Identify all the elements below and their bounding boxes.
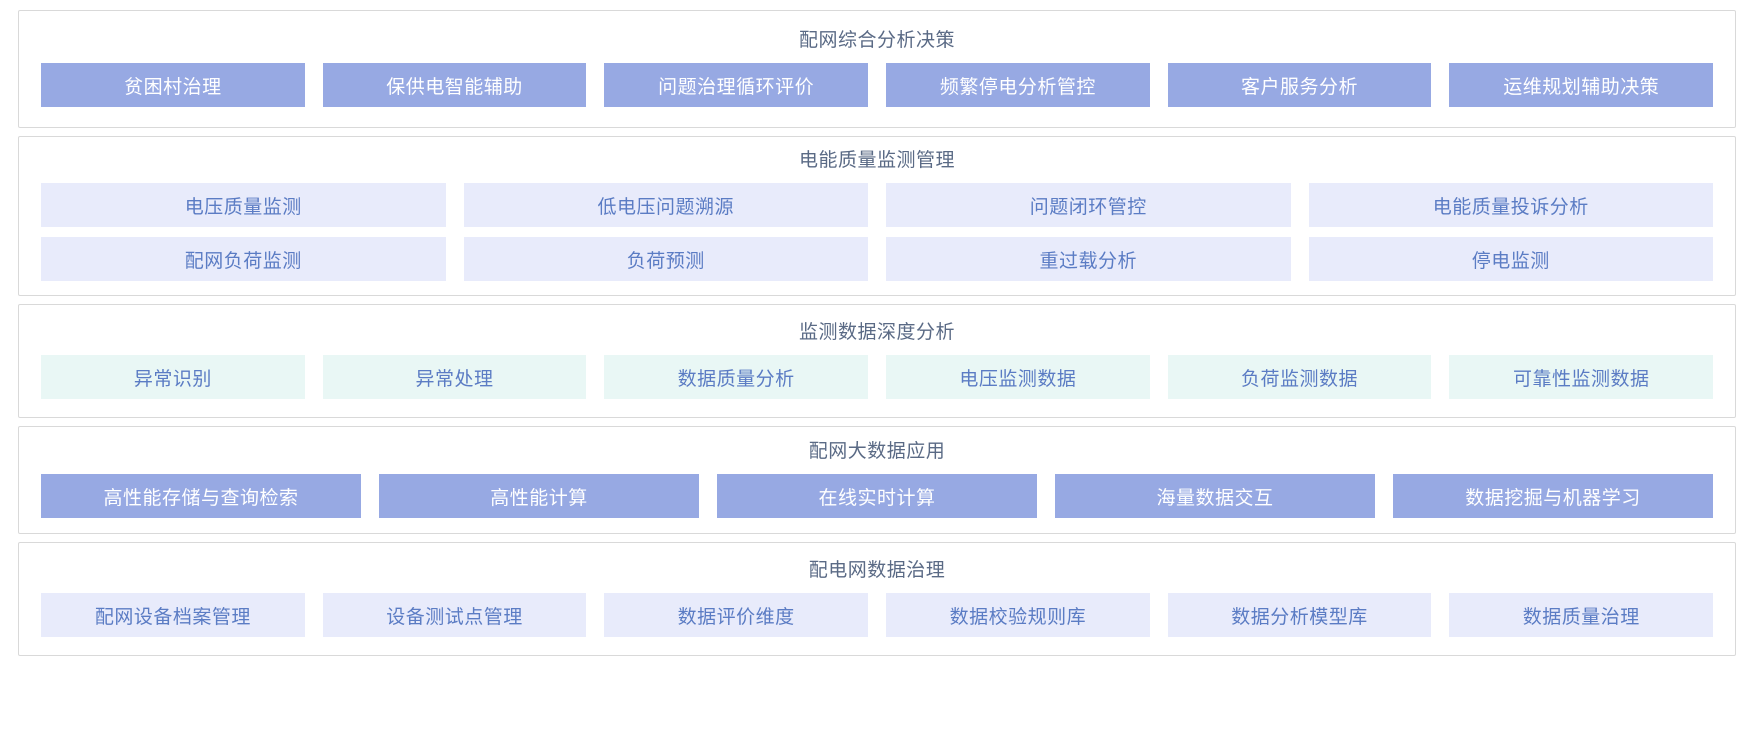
tile-peiwang-shebei-dangan-guanli[interactable]: 配网设备档案管理 [41, 593, 305, 637]
tile-row: 配网设备档案管理 设备测试点管理 数据评价维度 数据校验规则库 数据分析模型库 … [41, 593, 1714, 637]
tile-row: 异常识别 异常处理 数据质量分析 电压监测数据 负荷监测数据 可靠性监测数据 [41, 355, 1714, 399]
section-title: 电能质量监测管理 [798, 150, 955, 171]
section-title: 配网综合分析决策 [798, 30, 955, 51]
tile-yichang-chuli[interactable]: 异常处理 [322, 355, 587, 399]
tile-row: 配网负荷监测 负荷预测 重过载分析 停电监测 [41, 237, 1713, 281]
tile-wenti-bihuan-guankong[interactable]: 问题闭环管控 [886, 183, 1291, 227]
tile-zhongguozai-fenxi[interactable]: 重过载分析 [886, 237, 1291, 281]
tile-kekaoxing-jiance-shuju[interactable]: 可靠性监测数据 [1449, 355, 1714, 399]
tile-wenti-zhili-xunhuan-pingjia[interactable]: 问题治理循环评价 [604, 63, 869, 107]
tile-shuju-jiaoyan-guizeku[interactable]: 数据校验规则库 [886, 593, 1150, 637]
tile-yunwei-guihua-fuzhu-juece[interactable]: 运维规划辅助决策 [1449, 63, 1714, 107]
tile-row: 电压质量监测 低电压问题溯源 问题闭环管控 电能质量投诉分析 [41, 183, 1713, 227]
section-title: 监测数据深度分析 [798, 322, 955, 343]
tile-dianneng-zhiliang-tousu-fenxi[interactable]: 电能质量投诉分析 [1308, 183, 1713, 227]
tile-shuju-wajue-yu-jiqi-xuexi[interactable]: 数据挖掘与机器学习 [1393, 474, 1713, 518]
tile-shebei-ceshidian-guanli[interactable]: 设备测试点管理 [322, 593, 587, 637]
section-title: 配电网数据治理 [808, 560, 946, 581]
tile-hailiang-shuju-jiaohu[interactable]: 海量数据交互 [1055, 474, 1375, 518]
tile-pinkuncun-zhili[interactable]: 贫困村治理 [41, 63, 305, 107]
tile-tingdian-jiance[interactable]: 停电监测 [1308, 237, 1713, 281]
tile-fuhe-jiance-shuju[interactable]: 负荷监测数据 [1167, 355, 1432, 399]
tile-fuhe-yuce[interactable]: 负荷预测 [463, 237, 868, 281]
tile-kehu-fuwu-fenxi[interactable]: 客户服务分析 [1167, 63, 1432, 107]
tile-shuju-zhiliang-zhili[interactable]: 数据质量治理 [1449, 593, 1714, 637]
tile-shuju-zhiliang-fenxi[interactable]: 数据质量分析 [604, 355, 869, 399]
tile-didianya-wenti-suyuan[interactable]: 低电压问题溯源 [463, 183, 868, 227]
tile-pinfan-tingdian-fenxi-guankong[interactable]: 频繁停电分析管控 [886, 63, 1150, 107]
tile-shuju-pingjia-weidu[interactable]: 数据评价维度 [604, 593, 869, 637]
tile-dianya-zhiliang-jiance[interactable]: 电压质量监测 [41, 183, 446, 227]
section-diedneng-zhiliang-jiance-guanli: 电能质量监测管理 电压质量监测 低电压问题溯源 问题闭环管控 电能质量投诉分析 … [18, 136, 1736, 296]
section-jiance-shuju-shendu-fenxi: 监测数据深度分析 异常识别 异常处理 数据质量分析 电压监测数据 负荷监测数据 … [18, 304, 1736, 418]
tile-row: 贫困村治理 保供电智能辅助 问题治理循环评价 频繁停电分析管控 客户服务分析 运… [41, 63, 1714, 107]
tile-gaoxingneng-jisuan[interactable]: 高性能计算 [379, 474, 699, 518]
section-title: 配网大数据应用 [808, 441, 946, 462]
section-peiwang-zonghe-fenxi-juece: 配网综合分析决策 贫困村治理 保供电智能辅助 问题治理循环评价 频繁停电分析管控… [18, 10, 1736, 128]
tile-shuju-fenxi-moxingku[interactable]: 数据分析模型库 [1167, 593, 1432, 637]
tile-row: 高性能存储与查询检索 高性能计算 在线实时计算 海量数据交互 数据挖掘与机器学习 [41, 474, 1713, 518]
tile-peiwang-fuhe-jiance[interactable]: 配网负荷监测 [41, 237, 446, 281]
tile-gaoxingneng-cunchu-yu-chaxun-jiansuo[interactable]: 高性能存储与查询检索 [41, 474, 361, 518]
tile-baogongdian-zhineng-fuzhu[interactable]: 保供电智能辅助 [322, 63, 587, 107]
section-peiwang-dashuju-yingyong: 配网大数据应用 高性能存储与查询检索 高性能计算 在线实时计算 海量数据交互 数… [18, 426, 1736, 534]
tile-dianya-jiance-shuju[interactable]: 电压监测数据 [886, 355, 1150, 399]
tile-yichang-shibie[interactable]: 异常识别 [41, 355, 305, 399]
tile-zaixian-shishi-jisuan[interactable]: 在线实时计算 [717, 474, 1037, 518]
section-peidianwang-shuju-zhili: 配电网数据治理 配网设备档案管理 设备测试点管理 数据评价维度 数据校验规则库 … [18, 542, 1736, 656]
